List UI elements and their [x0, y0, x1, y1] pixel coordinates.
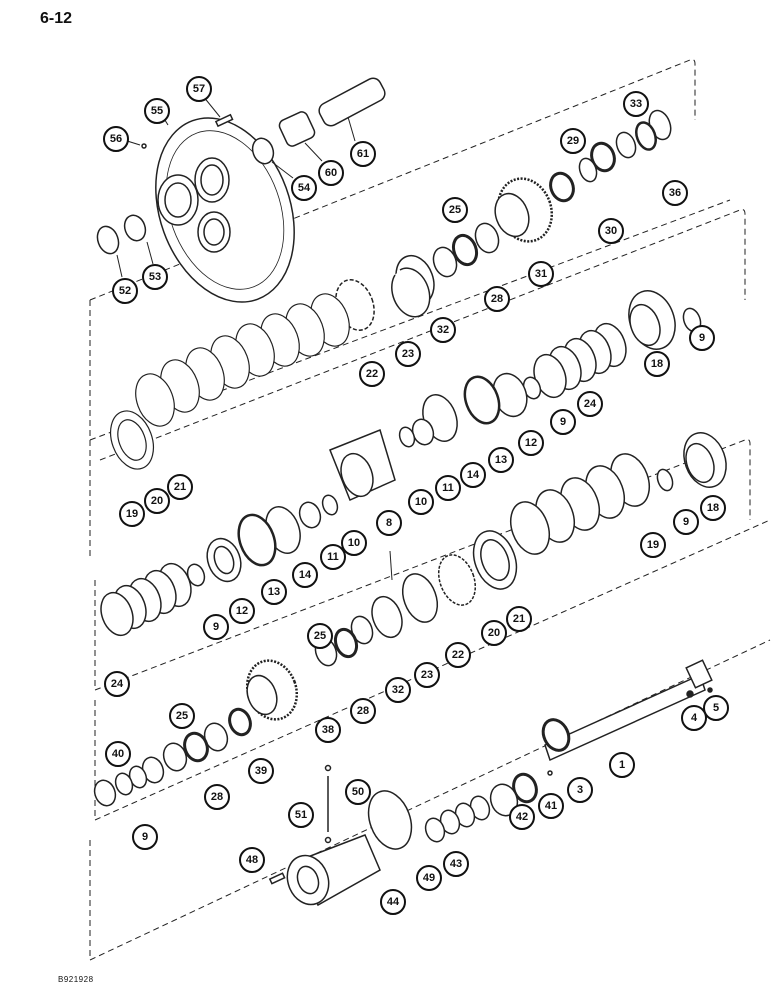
group-boundary-1 — [89, 59, 696, 301]
page-number: 6-12 — [40, 10, 73, 27]
callout-18: 18 — [700, 495, 726, 521]
callout-39: 39 — [248, 758, 274, 784]
callout-36: 36 — [662, 180, 688, 206]
callout-52: 52 — [112, 278, 138, 304]
housing-part — [155, 117, 295, 303]
callout-24: 24 — [577, 391, 603, 417]
callout-10: 10 — [341, 530, 367, 556]
main-shaft — [424, 659, 713, 843]
callout-43: 43 — [443, 851, 469, 877]
callout-28: 28 — [350, 698, 376, 724]
clutch-pack-lower — [314, 432, 727, 667]
clutch-pack-upper — [109, 293, 350, 470]
callout-51: 51 — [288, 802, 314, 828]
callout-25: 25 — [442, 197, 468, 223]
callout-23: 23 — [414, 662, 440, 688]
output-housing — [268, 764, 413, 907]
callout-4: 4 — [681, 705, 707, 731]
callout-55: 55 — [144, 98, 170, 124]
callout-44: 44 — [380, 889, 406, 915]
group-boundary-2 — [89, 209, 746, 560]
callout-22: 22 — [445, 642, 471, 668]
callout-61: 61 — [350, 141, 376, 167]
callout-56: 56 — [103, 126, 129, 152]
callout-10: 10 — [408, 489, 434, 515]
callout-54: 54 — [291, 175, 317, 201]
callout-12: 12 — [229, 598, 255, 624]
callout-38: 38 — [315, 717, 341, 743]
callout-32: 32 — [430, 317, 456, 343]
callout-40: 40 — [105, 741, 131, 767]
callout-11: 11 — [435, 475, 461, 501]
callout-13: 13 — [261, 579, 287, 605]
callout-13: 13 — [488, 447, 514, 473]
callout-12: 12 — [518, 430, 544, 456]
callout-1: 1 — [609, 752, 635, 778]
callout-53: 53 — [142, 264, 168, 290]
callout-20: 20 — [481, 620, 507, 646]
callout-25: 25 — [169, 703, 195, 729]
callout-3: 3 — [567, 777, 593, 803]
callout-30: 30 — [598, 218, 624, 244]
figure-code: B921928 — [58, 975, 94, 984]
callout-48: 48 — [239, 847, 265, 873]
callout-9: 9 — [673, 509, 699, 535]
callout-41: 41 — [538, 793, 564, 819]
callout-25: 25 — [307, 623, 333, 649]
callout-14: 14 — [460, 462, 486, 488]
callout-21: 21 — [167, 474, 193, 500]
callout-28: 28 — [484, 286, 510, 312]
callout-32: 32 — [385, 677, 411, 703]
callout-50: 50 — [345, 779, 371, 805]
callout-9: 9 — [550, 409, 576, 435]
callout-21: 21 — [506, 606, 532, 632]
callout-19: 19 — [119, 501, 145, 527]
group-boundary-3 — [94, 519, 771, 821]
callout-9: 9 — [132, 824, 158, 850]
callout-5: 5 — [703, 695, 729, 721]
callout-29: 29 — [560, 128, 586, 154]
callout-9: 9 — [689, 325, 715, 351]
callout-28: 28 — [204, 784, 230, 810]
callout-22: 22 — [359, 361, 385, 387]
callout-19: 19 — [640, 532, 666, 558]
callout-60: 60 — [318, 160, 344, 186]
callout-49: 49 — [416, 865, 442, 891]
callout-14: 14 — [292, 562, 318, 588]
callout-31: 31 — [528, 261, 554, 287]
callout-9: 9 — [203, 614, 229, 640]
callout-8: 8 — [376, 510, 402, 536]
callout-23: 23 — [395, 341, 421, 367]
callout-11: 11 — [320, 544, 346, 570]
callout-42: 42 — [509, 804, 535, 830]
callout-18: 18 — [644, 351, 670, 377]
callout-24: 24 — [104, 671, 130, 697]
callout-33: 33 — [623, 91, 649, 117]
callout-20: 20 — [144, 488, 170, 514]
callout-57: 57 — [186, 76, 212, 102]
